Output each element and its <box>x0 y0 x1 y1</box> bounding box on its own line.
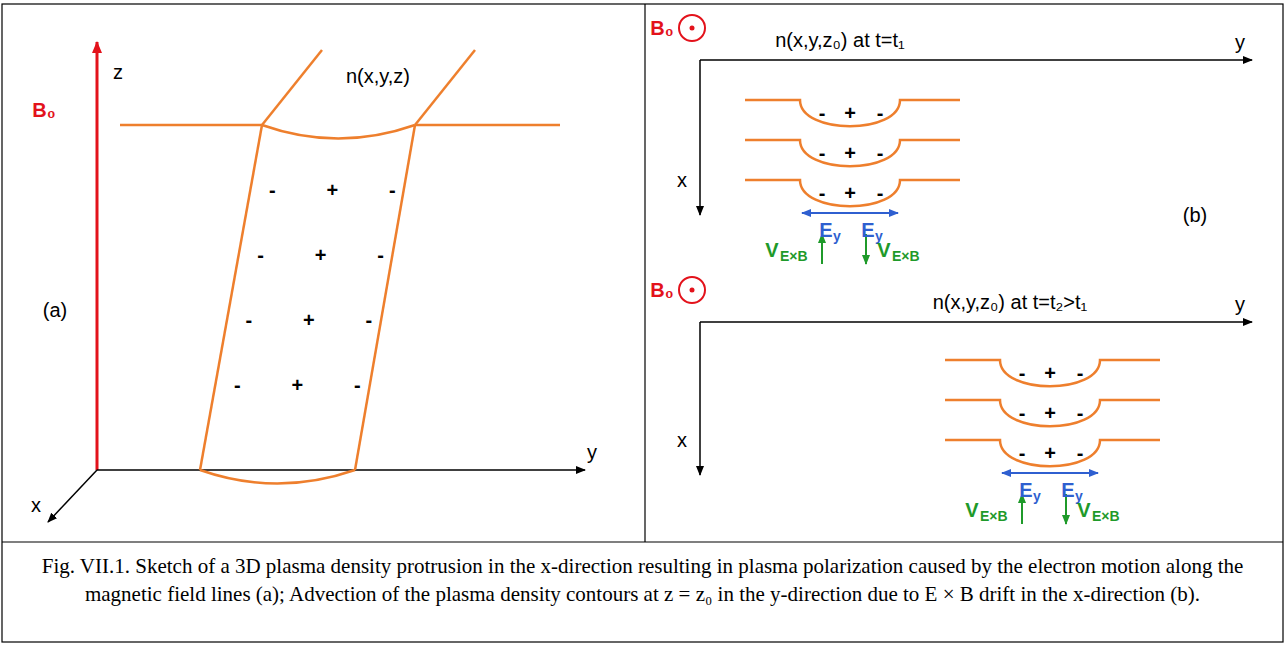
charge-sign: - <box>1019 443 1026 463</box>
drift-subscript: E×B <box>780 249 808 263</box>
charge-sign: - <box>257 245 264 265</box>
panel-label: (a) <box>43 300 67 320</box>
field-subscript: y <box>1033 489 1041 503</box>
panel-a <box>48 42 585 522</box>
charge-sign: + <box>303 310 315 330</box>
charge-sign: + <box>1044 403 1056 423</box>
charge-sign: + <box>844 103 856 123</box>
drift-subscript: E×B <box>1092 509 1120 523</box>
axis-label: x <box>677 430 687 450</box>
charge-sign: + <box>315 245 327 265</box>
axis-label: y <box>587 442 597 462</box>
charge-sign: - <box>1077 403 1084 423</box>
charge-sign: + <box>1044 363 1056 383</box>
panel-label: (b) <box>1183 205 1207 225</box>
density-label: n(x,y,z) <box>346 66 410 86</box>
figure-caption: Fig. VII.1. Sketch of a 3D plasma densit… <box>30 552 1255 609</box>
field-label: E <box>819 220 832 240</box>
frame-table <box>2 4 1283 642</box>
axis-label: y <box>1235 294 1245 314</box>
charge-sign: - <box>877 143 884 163</box>
drift-subscript: E×B <box>980 509 1008 523</box>
field-label: B₀ <box>650 280 673 300</box>
charge-sign: - <box>234 375 241 395</box>
drift-label: V <box>877 240 890 260</box>
density-label: n(x,y,z₀) at t=t₁ <box>775 30 905 50</box>
charge-sign: - <box>354 375 361 395</box>
field-label: E <box>1061 480 1074 500</box>
charge-sign: + <box>844 143 856 163</box>
axis-label: y <box>1235 32 1245 52</box>
charge-sign: - <box>389 180 396 200</box>
charge-sign: + <box>1044 443 1056 463</box>
charge-sign: - <box>1019 403 1026 423</box>
panel-b-bottom <box>679 277 1252 524</box>
field-label: E <box>1019 480 1032 500</box>
drift-label: V <box>765 240 778 260</box>
density-label: n(x,y,z₀) at t=t₂>t₁ <box>933 292 1088 312</box>
drift-label: V <box>1077 500 1090 520</box>
charge-sign: - <box>819 143 826 163</box>
field-label: B₀ <box>650 18 673 38</box>
charge-sign: - <box>1077 443 1084 463</box>
panel-b-top <box>679 15 1252 264</box>
charge-sign: - <box>1077 363 1084 383</box>
field-label: E <box>861 220 874 240</box>
charge-sign: - <box>877 103 884 123</box>
field-subscript: y <box>833 229 841 243</box>
charge-sign: - <box>877 183 884 203</box>
axis-label: x <box>677 170 687 190</box>
charge-sign: - <box>366 310 373 330</box>
axis-label: z <box>113 62 123 82</box>
axis-label: x <box>31 495 41 515</box>
drift-subscript: E×B <box>892 249 920 263</box>
charge-sign: + <box>844 183 856 203</box>
charge-sign: - <box>819 103 826 123</box>
field-label: B₀ <box>32 100 55 120</box>
charge-sign: - <box>269 180 276 200</box>
charge-sign: - <box>246 310 253 330</box>
charge-sign: - <box>377 245 384 265</box>
charge-sign: - <box>1019 363 1026 383</box>
charge-sign: + <box>326 180 338 200</box>
drift-label: V <box>965 500 978 520</box>
charge-sign: - <box>819 183 826 203</box>
charge-sign: + <box>291 375 303 395</box>
